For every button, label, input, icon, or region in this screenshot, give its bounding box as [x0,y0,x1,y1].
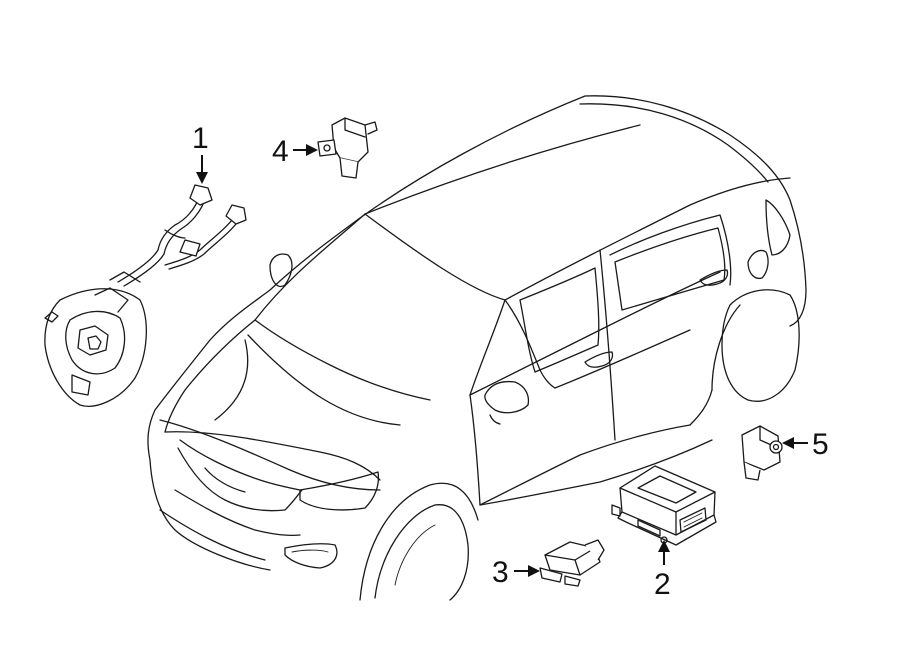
callout-1-arrow [196,155,208,184]
callout-5-arrow [782,437,808,449]
callout-5-label: 5 [812,428,829,461]
side-impact-sensor-part [741,425,783,481]
front-impact-sensor-part [317,117,378,179]
callout-4-label: 4 [272,135,289,168]
occupant-sensor-part [539,539,605,587]
callout-3-arrow [514,565,540,577]
callout-2-label: 2 [654,568,671,601]
airbag-control-module-part [611,465,717,546]
vehicle-illustration [147,95,807,601]
clock-spring-part [44,184,247,407]
callout-1-label: 1 [192,122,209,155]
callout-4-arrow [293,144,318,156]
callout-2-arrow [658,540,670,565]
callout-3-label: 3 [492,556,509,589]
